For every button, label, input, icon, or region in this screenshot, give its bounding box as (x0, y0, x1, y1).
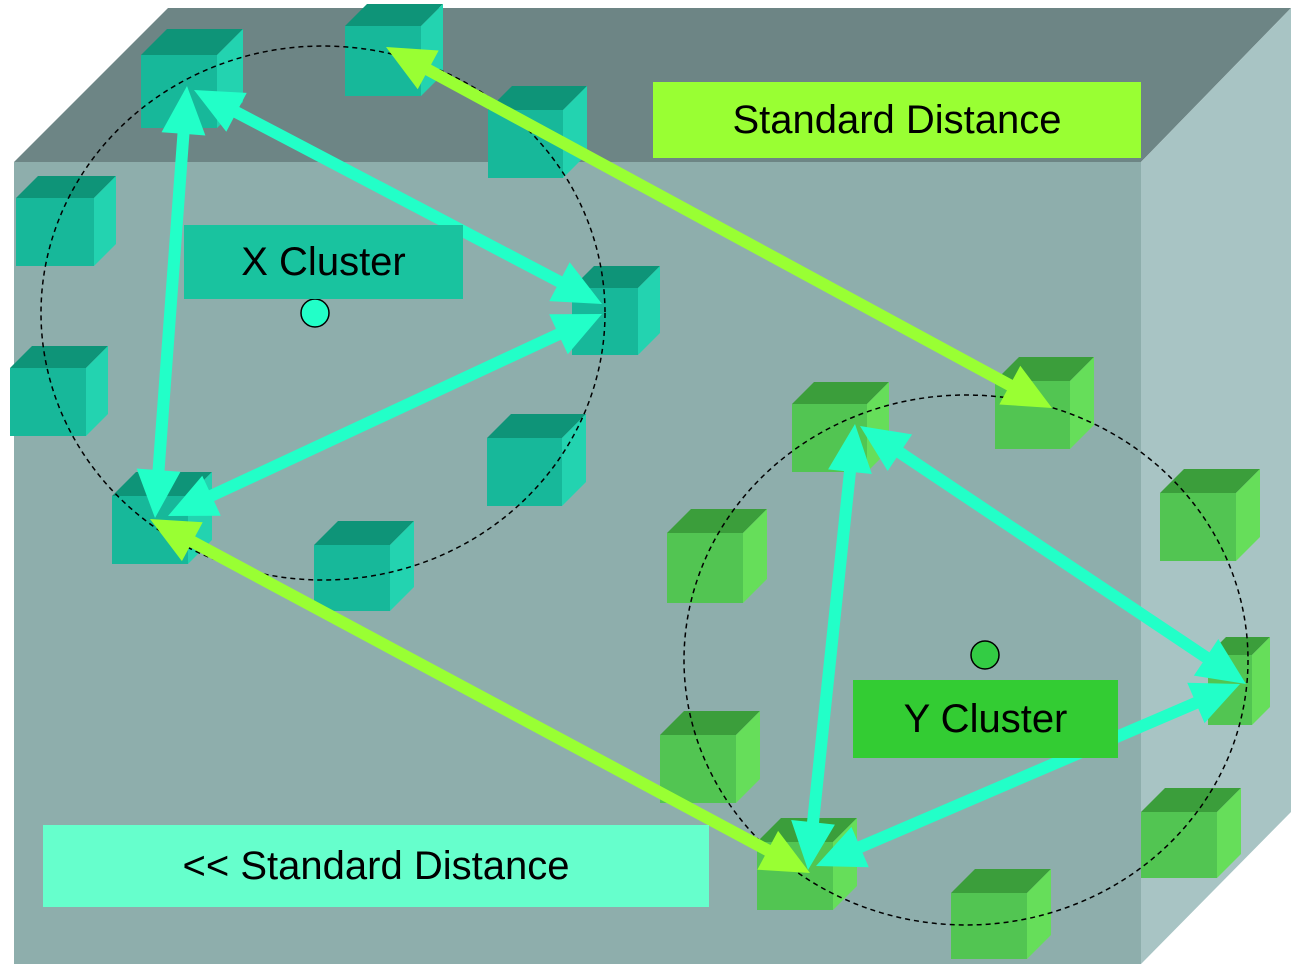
x-cluster-distance-arrow (136, 86, 206, 518)
y-cluster-boundary (683, 394, 1249, 926)
cube-front-face (16, 198, 94, 266)
cube-top-face (141, 29, 243, 55)
y-cluster-cube (667, 509, 767, 603)
x-cluster-distance-arrow (194, 90, 602, 304)
cube-side-face (562, 414, 586, 506)
standard-distance-arrow (386, 47, 1052, 408)
cube-top-face (792, 382, 889, 404)
cube-side-face (1236, 469, 1260, 561)
cube-side-face (1027, 869, 1051, 959)
less-than-standard-distance-arrow (150, 519, 810, 873)
cube-side-face (390, 521, 414, 611)
cube-side-face (1070, 357, 1094, 449)
x-cluster-distance-arrow-shape (136, 86, 206, 518)
cube-side-face (736, 711, 760, 803)
standard-distance-arrow-shape (386, 47, 1052, 408)
y-cluster-cube (660, 711, 760, 803)
cube-front-face (112, 496, 188, 564)
cube-front-face (660, 735, 736, 803)
cube-top-face (314, 521, 414, 545)
y-cluster-distance-arrow-shape (816, 682, 1240, 868)
y-cluster-centroid (970, 640, 1000, 670)
x-cluster-cube (487, 414, 586, 506)
cube-front-face (487, 438, 562, 506)
y-cluster-distance-arrow-shape (791, 424, 872, 870)
cube-front-face (572, 288, 638, 355)
y-cluster-cube (1160, 469, 1260, 561)
cube-front-face (10, 368, 86, 436)
cube-side-face (743, 509, 767, 603)
y-cluster-distance-arrow (860, 426, 1246, 684)
y-cluster-cube (951, 869, 1051, 959)
x-cluster-distance-arrow-shape (194, 90, 602, 304)
x-cluster-cube (16, 176, 116, 266)
standard-distance-label: Standard Distance (653, 82, 1141, 158)
cube-side-face (1217, 788, 1241, 878)
y-cluster-label: Y Cluster (853, 680, 1118, 758)
cube-top-face (572, 266, 660, 288)
cube-top-face (951, 869, 1051, 893)
cube-front-face (314, 545, 390, 611)
cube-side-face (94, 176, 116, 266)
x-cluster-distance-arrow (168, 314, 602, 516)
cube-side-face (1252, 637, 1270, 725)
y-cluster-cube (1141, 788, 1241, 878)
x-cluster-cube (10, 346, 108, 436)
cube-front-face (345, 26, 421, 96)
less-than-standard-distance-label: << Standard Distance (43, 825, 709, 907)
cube-top-face (667, 509, 767, 533)
x-cluster-label: X Cluster (184, 225, 463, 299)
cube-front-face (1160, 493, 1236, 561)
y-cluster-distance-arrow-shape (860, 426, 1246, 684)
x-cluster-distance-arrow-shape (168, 314, 602, 516)
x-cluster-cube (572, 266, 660, 355)
cube-top-face (1141, 788, 1241, 812)
cube-top-face (487, 414, 586, 438)
cube-top-face (1160, 469, 1260, 493)
x-cluster-cube (314, 521, 414, 611)
cube-top-face (345, 4, 443, 26)
box-front-face (14, 162, 1141, 964)
x-cluster-boundary (40, 45, 606, 581)
cube-top-face (10, 346, 108, 368)
cube-top-face (488, 86, 587, 110)
cube-side-face (638, 266, 660, 355)
cube-top-face (660, 711, 760, 735)
less-than-standard-distance-arrow-shape (150, 519, 810, 873)
cube-front-face (951, 893, 1027, 959)
cube-front-face (1141, 812, 1217, 878)
x-cluster-centroid (300, 298, 330, 328)
y-cluster-distance-arrow (791, 424, 872, 870)
cube-side-face (86, 346, 108, 436)
cube-top-face (16, 176, 116, 198)
cube-front-face (667, 533, 743, 603)
y-cluster-distance-arrow (816, 682, 1240, 868)
